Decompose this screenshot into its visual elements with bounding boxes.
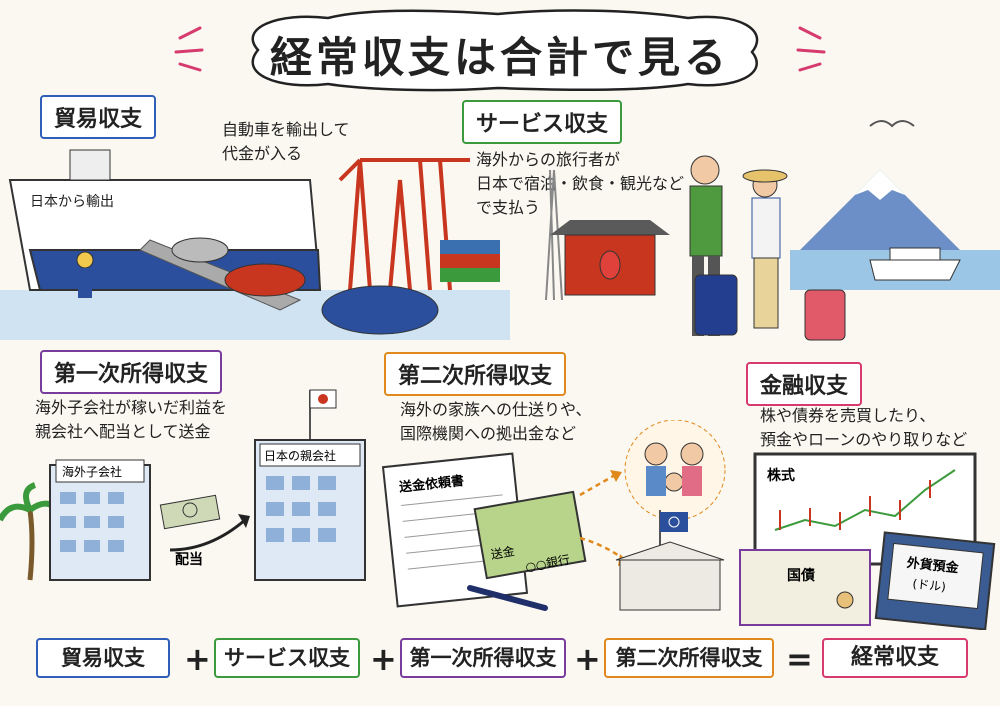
bankbook-icon: 送金 ○○銀行	[473, 490, 587, 580]
secondary-caption: 海外の家族への仕送りや、 国際機関への拠出金など	[400, 398, 592, 446]
trade-caption-line-2: 代金が入る	[222, 144, 303, 163]
title-accent-right	[796, 26, 826, 72]
deposit-sublabel: (ドル)	[912, 577, 947, 594]
worker-icon	[76, 251, 94, 298]
services-caption-line-2: 日本で宿泊・飲食・観光など	[476, 174, 685, 193]
suitcase-pink-icon	[804, 289, 846, 341]
secondary-caption-line-1: 海外の家族への仕送りや、	[400, 400, 592, 419]
containers-icon	[440, 240, 500, 282]
plus-sign-1: +	[184, 640, 211, 678]
financial-label: 金融収支	[746, 362, 863, 406]
trade-caption: 自動車を輸出して 代金が入る	[222, 118, 350, 166]
equation-result: 経常収支	[822, 638, 968, 678]
equation-term-primary: 第一次所得収支	[400, 638, 566, 678]
primary-label: 第一次所得収支	[40, 350, 223, 394]
traveler-woman-icon	[742, 169, 788, 329]
foreign-deposit-book-icon: 外貨預金 (ドル)	[874, 531, 996, 630]
trade-label: 貿易収支	[40, 95, 157, 139]
bankbook-label: 送金	[490, 543, 516, 562]
suitcase-icon	[694, 274, 738, 336]
parent-company-name: 日本の親会社	[264, 448, 336, 463]
trade-illustration: 日本から輸出	[0, 149, 510, 340]
remittance-form-title: 送金依頼書	[397, 473, 464, 496]
secondary-label: 第二次所得収支	[384, 352, 567, 396]
subsidiary-name: 海外子会社	[62, 464, 122, 479]
temple-gate-icon	[550, 220, 670, 296]
plus-sign-3: +	[574, 640, 601, 678]
deposit-label: 外貨預金	[905, 555, 960, 577]
subsidiary-building-icon: 海外子会社	[49, 459, 151, 581]
secondary-caption-line-2: 国際機関への拠出金など	[400, 424, 577, 443]
pen-icon	[467, 585, 548, 611]
equation-term-services: サービス収支	[214, 638, 360, 678]
international-organization-icon	[615, 510, 725, 611]
primary-caption-line-2: 親会社へ配当として送金	[35, 422, 211, 441]
bond-label: 国債	[787, 567, 815, 584]
title-cloud	[251, 9, 759, 92]
services-caption: 海外からの旅行者が 日本で宿泊・飲食・観光など で支払う	[476, 148, 684, 220]
ship-label: 日本から輸出	[30, 194, 114, 210]
equals-sign: =	[786, 640, 813, 678]
mount-fuji-icon	[800, 170, 960, 250]
parent-company-building-icon: 日本の親会社	[254, 389, 366, 581]
services-caption-line-3: で支払う	[476, 198, 541, 217]
primary-illustration: 海外子会社 配当 日本の親会社	[0, 389, 366, 581]
bond-certificate-icon: 国債	[739, 549, 871, 626]
equation-term-secondary: 第二次所得収支	[604, 638, 774, 678]
title-accent-left	[174, 26, 204, 72]
financial-caption-line-1: 株や債券を売買したり、	[760, 406, 936, 425]
services-caption-line-1: 海外からの旅行者が	[476, 150, 621, 169]
financial-caption-line-2: 預金やローンのやり取りなど	[760, 430, 968, 449]
stock-label: 株式	[767, 467, 795, 484]
primary-caption-line-1: 海外子会社が稼いだ利益を	[35, 398, 228, 417]
family-icon	[624, 420, 726, 521]
equation-term-trade: 貿易収支	[36, 638, 170, 678]
dividend-label: 配当	[175, 551, 203, 568]
plus-sign-2: +	[370, 640, 397, 678]
money-stack-icon	[159, 494, 221, 530]
services-illustration	[545, 120, 1000, 341]
page-title: 経常収支は合計で見る	[269, 33, 730, 82]
primary-caption: 海外子会社が稼いだ利益を 親会社へ配当として送金	[35, 396, 227, 444]
car-icon	[171, 237, 439, 335]
trade-caption-line-1: 自動車を輸出して	[222, 120, 350, 139]
ferry-icon	[869, 247, 961, 281]
port-crane-icon	[338, 158, 470, 291]
financial-illustration: 株式 国債 外貨預金 (ドル)	[739, 452, 996, 630]
financial-caption: 株や債券を売買したり、 預金やローンのやり取りなど	[760, 404, 967, 452]
secondary-illustration: 送金依頼書 送金 ○○銀行	[381, 420, 726, 611]
seagull-icon	[869, 120, 915, 128]
dividend-arrow-icon	[169, 518, 246, 552]
services-label: サービス収支	[462, 100, 623, 144]
